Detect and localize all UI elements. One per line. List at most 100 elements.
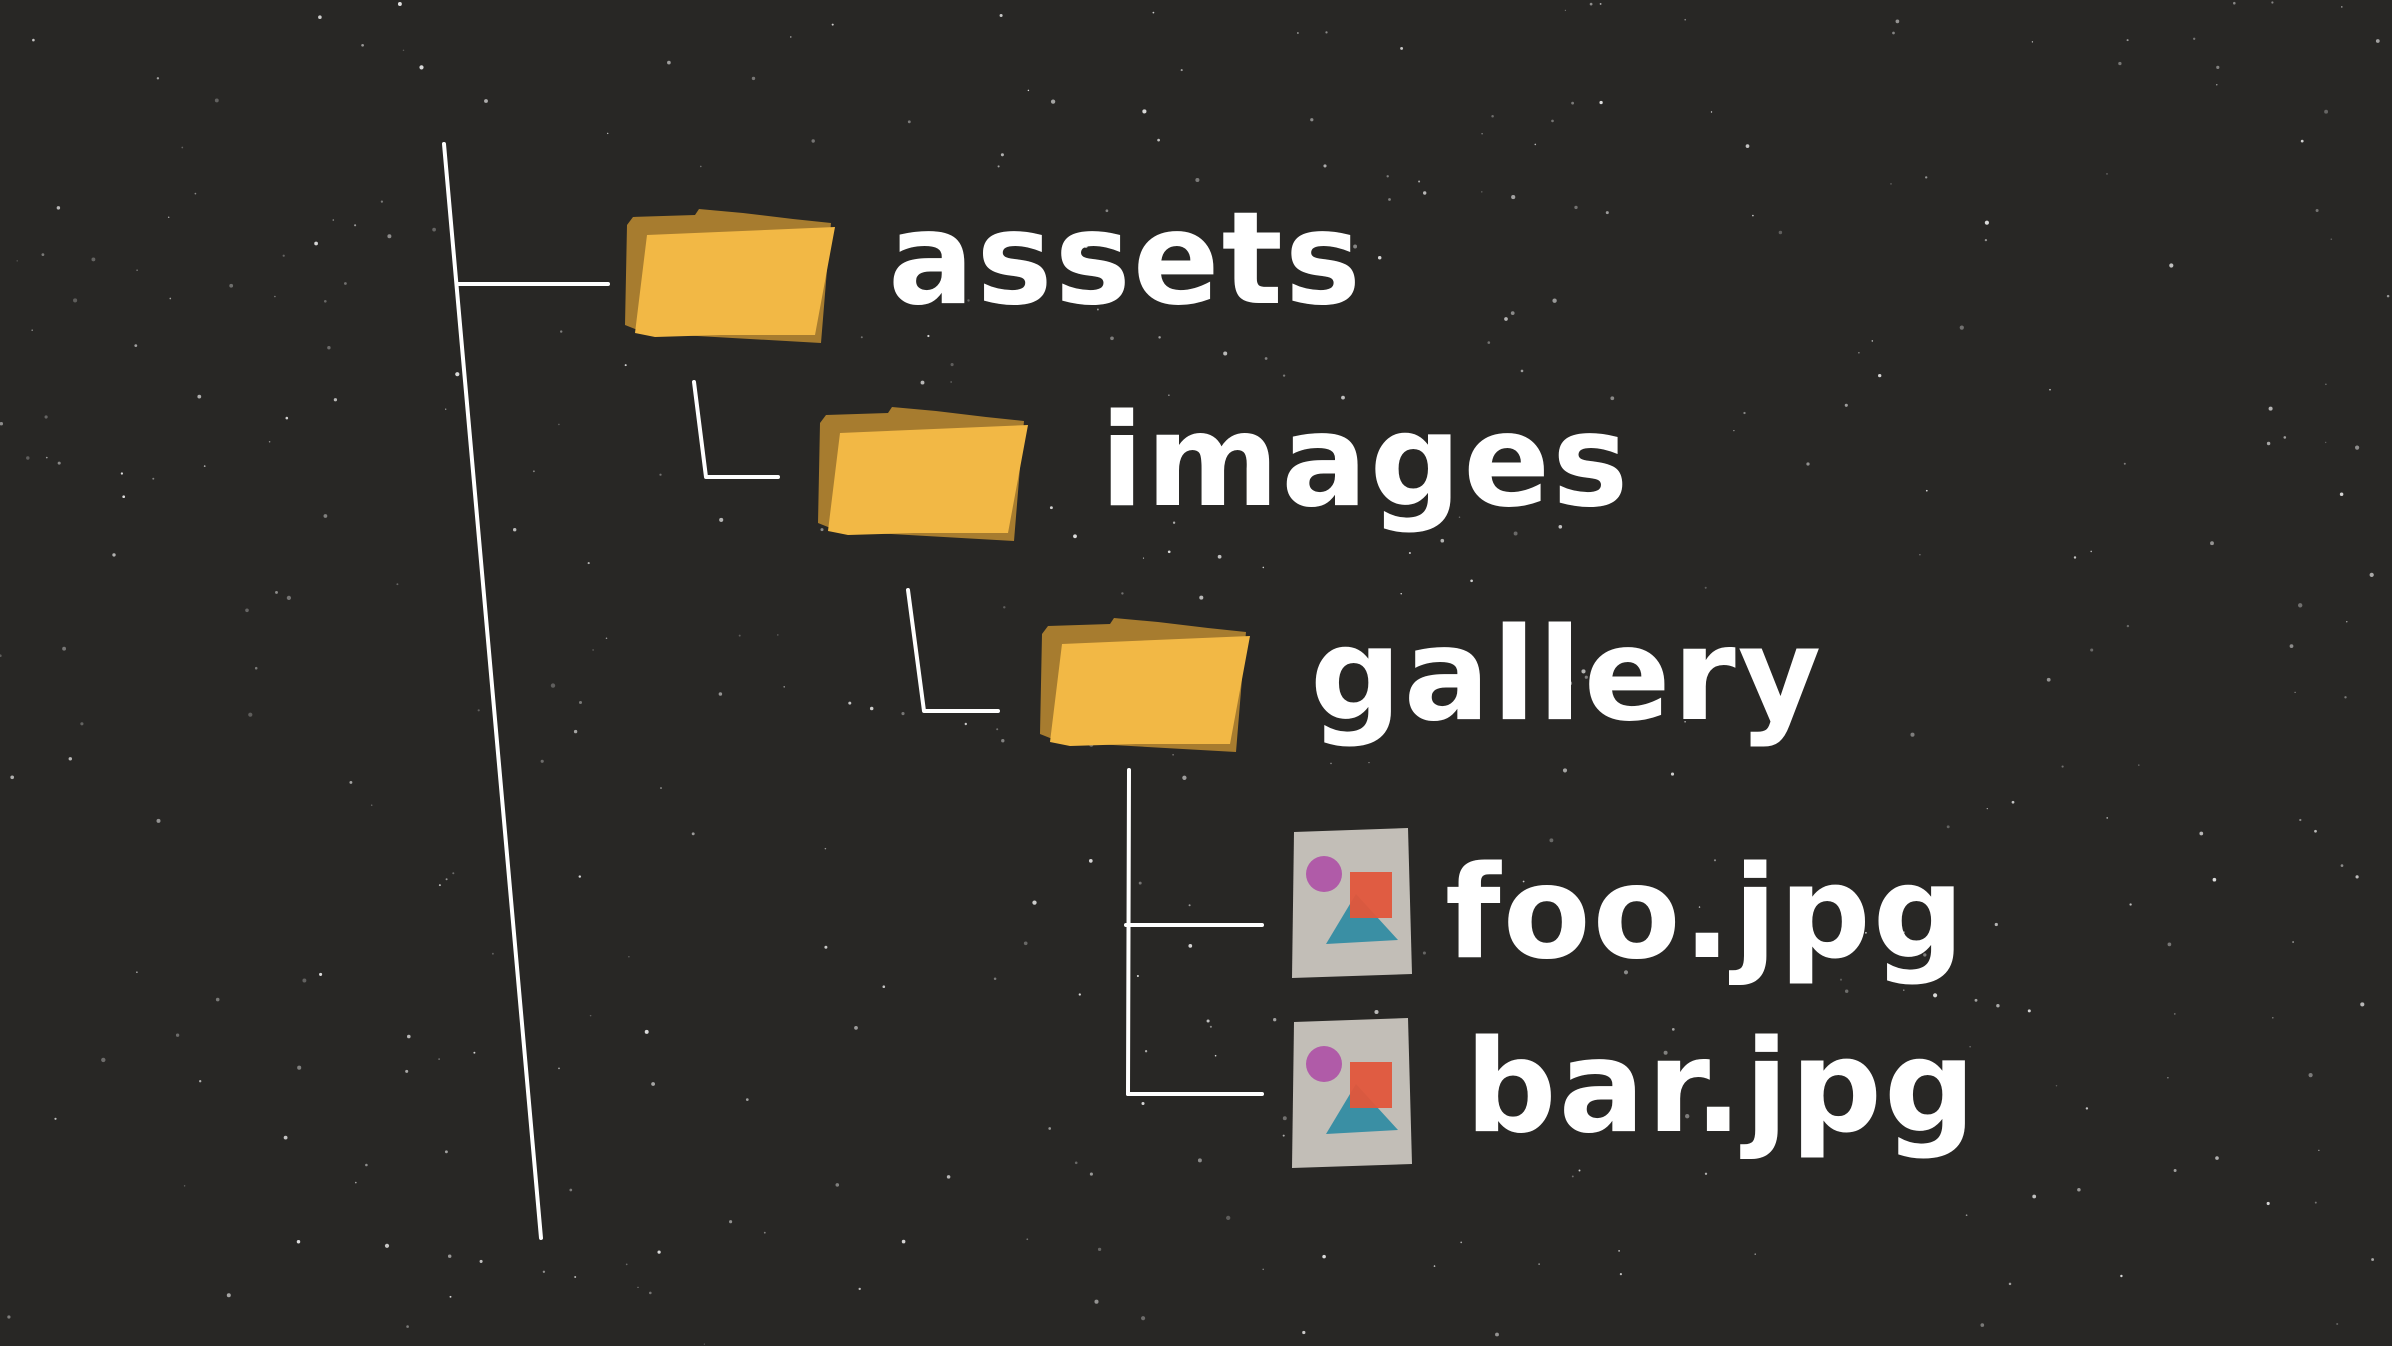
star-speck <box>1330 762 1332 765</box>
branch-line-gallery <box>906 588 1000 713</box>
star-speck <box>1538 1263 1540 1265</box>
star-speck <box>1925 176 1928 179</box>
star-speck <box>1778 230 1783 235</box>
star-speck <box>1574 205 1578 210</box>
file-label-foo[interactable]: foo.jpg <box>1445 839 1967 988</box>
star-speck <box>274 295 276 298</box>
folder-icon[interactable] <box>818 407 1028 541</box>
star-speck <box>628 956 630 958</box>
star-speck <box>136 971 138 973</box>
star-speck <box>1685 1114 1690 1119</box>
star-speck <box>254 666 258 670</box>
star-speck <box>558 1067 560 1070</box>
folder-label-gallery[interactable]: gallery <box>1310 601 1824 750</box>
star-speck <box>1400 593 1402 595</box>
star-speck <box>820 528 824 532</box>
image-file-icon[interactable] <box>1292 828 1412 978</box>
star-speck <box>573 729 578 734</box>
star-speck <box>1282 1116 1287 1121</box>
image-file-icon[interactable] <box>1292 1018 1412 1168</box>
star-speck <box>402 49 405 52</box>
star-speck <box>181 146 184 149</box>
star-speck <box>745 1098 749 1101</box>
star-speck <box>550 683 556 688</box>
star-speck <box>1214 1054 1217 1057</box>
star-speck <box>1097 1247 1102 1252</box>
star-speck <box>1910 732 1915 737</box>
star-speck <box>183 1185 186 1187</box>
star-speck <box>134 344 138 347</box>
star-speck <box>1568 681 1573 686</box>
star-speck <box>449 1295 452 1298</box>
star-speck <box>167 216 170 219</box>
star-speck <box>1423 191 1427 195</box>
star-speck <box>858 1287 861 1291</box>
star-speck <box>332 219 335 221</box>
star-speck <box>41 253 45 256</box>
star-speck <box>1048 1127 1052 1130</box>
star-speck <box>445 408 447 410</box>
star-speck <box>1023 941 1028 946</box>
star-speck <box>1839 978 1843 981</box>
star-speck <box>2199 831 2204 836</box>
star-speck <box>1323 691 1328 696</box>
star-speck <box>229 283 234 288</box>
folder-label-images[interactable]: images <box>1100 387 1631 536</box>
star-speck <box>2216 84 2218 86</box>
star-speck <box>1368 761 1370 764</box>
star-speck <box>1481 191 1483 193</box>
star-speck <box>2266 1201 2270 1206</box>
star-speck <box>513 528 517 532</box>
star-speck <box>607 132 609 135</box>
star-speck <box>314 241 318 246</box>
star-speck <box>2090 550 2092 553</box>
star-speck <box>2233 1 2236 5</box>
star-speck <box>1353 244 1358 249</box>
star-speck <box>1094 1299 1099 1304</box>
star-speck <box>2118 61 2122 66</box>
star-speck <box>1510 311 1515 315</box>
star-speck <box>2308 1073 2313 1078</box>
star-speck <box>1511 195 1516 200</box>
folder-label-assets[interactable]: assets <box>888 185 1363 334</box>
star-speck <box>2049 388 2051 391</box>
star-speck <box>285 416 289 420</box>
star-speck <box>1470 579 1473 583</box>
star-speck <box>2126 624 2130 628</box>
star-speck <box>1671 1028 1675 1031</box>
star-speck <box>1209 1025 1212 1028</box>
star-speck <box>1460 1241 1463 1244</box>
star-speck <box>2283 436 2287 439</box>
star-speck <box>214 98 219 103</box>
star-speck <box>1946 825 1950 829</box>
folder-icon[interactable] <box>625 209 835 343</box>
star-speck <box>1549 838 1554 843</box>
star-speck <box>361 43 364 47</box>
star-speck <box>32 38 35 42</box>
star-speck <box>578 700 583 705</box>
star-speck <box>10 775 15 780</box>
star-speck <box>1925 489 1928 492</box>
star-speck <box>444 1150 448 1154</box>
folder-icon[interactable] <box>1040 618 1250 752</box>
star-speck <box>1581 669 1586 674</box>
file-label-bar[interactable]: bar.jpg <box>1465 1013 1978 1162</box>
star-speck <box>1871 340 1874 342</box>
star-speck <box>1564 9 1567 12</box>
star-speck <box>405 1069 409 1073</box>
star-speck <box>2215 1156 2219 1160</box>
star-speck <box>327 346 331 350</box>
star-speck <box>1710 111 1713 113</box>
star-speck <box>2073 556 2077 559</box>
star-speck <box>1974 998 1978 1002</box>
star-speck <box>592 649 594 651</box>
star-speck <box>26 456 30 460</box>
star-speck <box>197 394 202 399</box>
star-speck <box>644 1029 649 1034</box>
star-speck <box>558 423 560 426</box>
star-speck <box>406 1325 409 1328</box>
star-speck <box>848 701 852 705</box>
